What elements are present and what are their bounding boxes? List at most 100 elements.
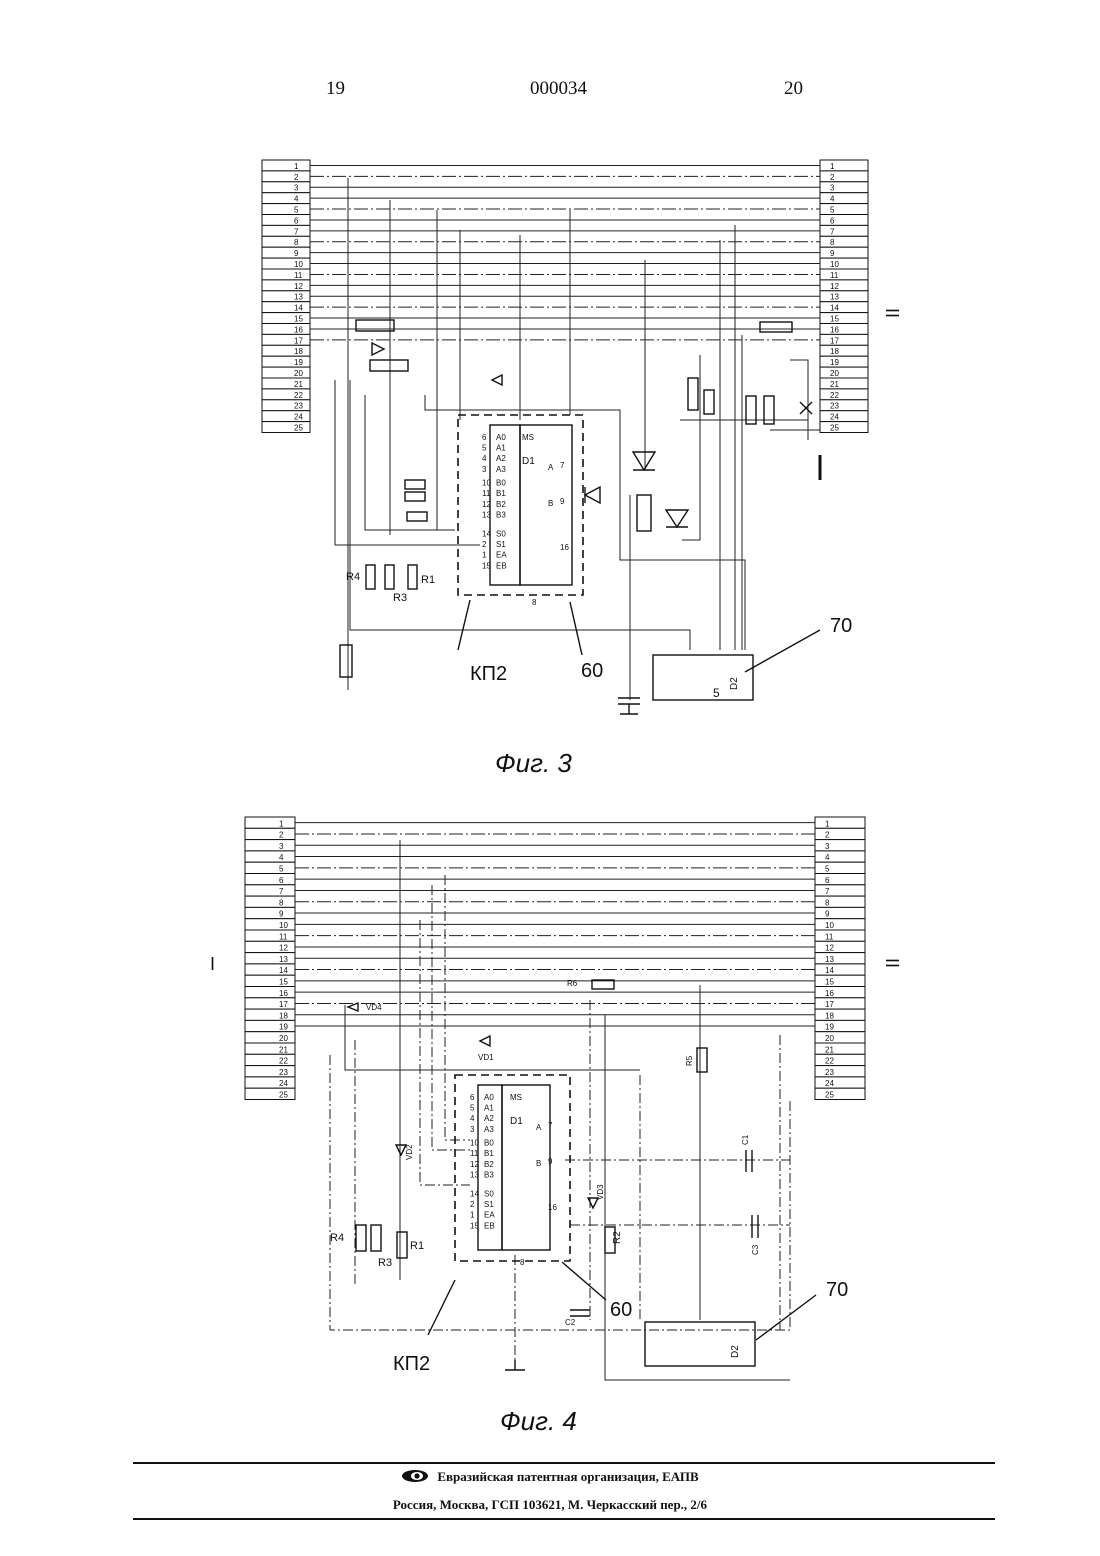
chip-pin-number: 4 (482, 454, 487, 463)
label-c1: C1 (741, 1134, 750, 1145)
connector-right-pin (815, 964, 865, 975)
module-d2-pin: 5 (713, 686, 720, 700)
connector-pin-number: 6 (825, 876, 830, 885)
chip-pin-number: 3 (470, 1125, 475, 1134)
connector-right-pin (820, 269, 868, 280)
connector-pin-number: 16 (830, 325, 839, 334)
resistor (407, 512, 427, 521)
resistor-r4 (366, 565, 375, 589)
connector-pin-number: 13 (294, 293, 303, 302)
connector-pin-number: 15 (294, 315, 303, 324)
chip-pin-label: A1 (484, 1104, 494, 1113)
connector-pin-number: 7 (279, 887, 284, 896)
connector-right-pin (820, 345, 868, 356)
connector-pin-number: 21 (825, 1045, 834, 1054)
connector-pin-number: 24 (825, 1079, 834, 1088)
label-vd3: VD3 (596, 1184, 605, 1200)
connector-left-pin (262, 247, 310, 258)
connector-right-pin (815, 1066, 865, 1077)
connector-right-pin (815, 874, 865, 885)
chip-pin-label: A0 (484, 1093, 494, 1102)
connector-pin-number: 19 (825, 1023, 834, 1032)
chip-gnd-pin: 8 (520, 1258, 525, 1267)
connector-pin-number: 9 (294, 249, 299, 258)
connector-right-label: II (882, 958, 902, 968)
label-r6: R6 (567, 979, 578, 988)
connector-right-pin (820, 204, 868, 215)
chip-pin-number: 5 (470, 1104, 475, 1113)
wire (365, 395, 455, 530)
chip-pin-label: EB (496, 561, 507, 570)
chip-pin-number: 10 (482, 479, 491, 488)
connector-pin-number: 3 (279, 842, 284, 851)
connector-right-pin (815, 851, 865, 862)
resistor-r3 (371, 1225, 381, 1251)
left-page-number: 19 (326, 78, 345, 100)
connector-left-pin (262, 193, 310, 204)
label-r4: R4 (346, 571, 360, 583)
connector-pin-number: 6 (294, 216, 299, 225)
connector-right-pin (815, 987, 865, 998)
chip-pin-label: A3 (496, 465, 506, 474)
connector-pin-number: 13 (825, 955, 834, 964)
connector-pin-number: 8 (279, 898, 284, 907)
diode-icon (372, 343, 384, 355)
eapo-eye-logo-icon (401, 1469, 429, 1487)
connector-right-pin (820, 378, 868, 389)
wire (790, 360, 808, 440)
chip-pin-number: 6 (470, 1093, 475, 1102)
footer-organization: Евразийская патентная организация, ЕАПВ (437, 1469, 698, 1484)
connector-left: 1234567891011121314151617181920212223242… (262, 160, 310, 433)
connector-pin-number: 4 (825, 853, 830, 862)
connector-left-pin (262, 204, 310, 215)
connector-pin-number: 6 (279, 876, 284, 885)
connector-pin-number: 15 (279, 978, 288, 987)
connector-pin-number: 14 (294, 304, 303, 313)
connector-pin-number: 9 (830, 249, 835, 258)
connector-right-pin (820, 302, 868, 313)
connector-pin-number: 8 (830, 238, 835, 247)
connector-left-pin (262, 160, 310, 171)
connector-pin-number: 23 (830, 402, 839, 411)
connector-left-pin (245, 896, 295, 907)
connector-pin-number: 23 (825, 1068, 834, 1077)
connector-pin-number: 20 (825, 1034, 834, 1043)
connector-pin-number: 10 (830, 260, 839, 269)
chip-pin-number: 13 (482, 510, 491, 519)
chip-pin-number: 2 (482, 540, 487, 549)
connector-pin-number: 19 (294, 358, 303, 367)
chip-pin-number: 12 (470, 1160, 479, 1169)
connector-pin-number: 14 (825, 966, 834, 975)
label-r1: R1 (421, 574, 435, 586)
connector-left-pin (245, 907, 295, 918)
connector-pin-number: 1 (294, 162, 299, 171)
connector-right-pin (820, 422, 868, 433)
resistor (760, 322, 792, 332)
chip-pin-label: EB (484, 1221, 495, 1230)
diode-icon (492, 375, 502, 385)
connector-pin-number: 21 (830, 380, 839, 389)
resistor-r1 (408, 565, 417, 589)
label-r3: R3 (393, 592, 407, 604)
connector-pin-number: 18 (830, 347, 839, 356)
connector-pin-number: 13 (279, 955, 288, 964)
connector-pin-number: 3 (294, 184, 299, 193)
chip-pin-label: B3 (484, 1170, 494, 1179)
connector-pin-number: 15 (830, 315, 839, 324)
chip-d1-body (502, 1085, 550, 1250)
connector-pin-number: 22 (825, 1057, 834, 1066)
connector-right-pin (820, 313, 868, 324)
label-vd4: VD4 (366, 1003, 382, 1012)
label-c3: C3 (751, 1244, 760, 1255)
connector-pin-number: 12 (825, 944, 834, 953)
connector-pin-number: 17 (294, 336, 303, 345)
connector-pin-number: 1 (830, 162, 835, 171)
chip-pin-number: 4 (470, 1114, 475, 1123)
footer-bottom-rule (133, 1518, 995, 1520)
connector-pin-number: 16 (825, 989, 834, 998)
footer-address: Россия, Москва, ГСП 103621, М. Черкасски… (0, 1497, 1100, 1513)
connector-pin-number: 8 (825, 898, 830, 907)
chip-pin-number: 3 (482, 465, 487, 474)
chip-pin-label: EA (484, 1211, 495, 1220)
connector-right-pin (815, 1020, 865, 1031)
